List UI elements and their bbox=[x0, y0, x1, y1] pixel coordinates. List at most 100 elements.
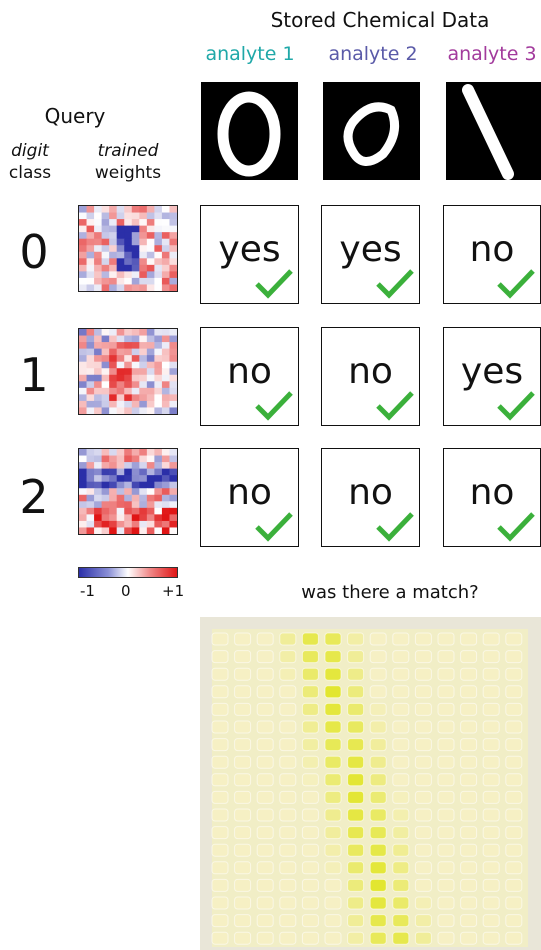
plate-well bbox=[235, 915, 251, 927]
plate-well bbox=[438, 686, 454, 698]
heatmap-cell bbox=[154, 271, 162, 278]
plate-well bbox=[325, 809, 341, 821]
plate-well bbox=[302, 791, 318, 803]
heatmap-cell bbox=[109, 213, 117, 220]
heatmap-cell bbox=[139, 219, 147, 226]
heatmap-cell bbox=[124, 514, 132, 521]
heatmap-cell bbox=[154, 336, 162, 343]
heatmap-cell bbox=[154, 213, 162, 220]
plate-well bbox=[393, 862, 409, 874]
heatmap-cell bbox=[147, 521, 155, 528]
heatmap-cell bbox=[169, 329, 177, 336]
plate-well bbox=[235, 809, 251, 821]
heatmap-cell bbox=[169, 278, 177, 285]
heatmap-cell bbox=[154, 456, 162, 463]
heatmap-cell bbox=[94, 407, 102, 414]
plate-well bbox=[393, 809, 409, 821]
heatmap-cell bbox=[124, 239, 132, 246]
weights-header-italic: trained bbox=[98, 141, 159, 161]
heatmap-cell bbox=[139, 394, 147, 401]
heatmap-cell bbox=[154, 219, 162, 226]
heatmap-cell bbox=[79, 521, 87, 528]
heatmap-cell bbox=[154, 488, 162, 495]
heatmap-cell bbox=[124, 462, 132, 469]
heatmap-cell bbox=[117, 514, 125, 521]
heatmap-cell bbox=[94, 342, 102, 349]
plate-well bbox=[302, 809, 318, 821]
heatmap-cell bbox=[147, 527, 155, 534]
heatmap-cell bbox=[117, 521, 125, 528]
plate-well bbox=[212, 827, 228, 839]
heatmap-cell bbox=[87, 401, 95, 408]
heatmap-cell bbox=[147, 368, 155, 375]
heatmap-cell bbox=[147, 342, 155, 349]
heatmap-cell bbox=[147, 501, 155, 508]
heatmap-cell bbox=[87, 271, 95, 278]
plate-well bbox=[212, 915, 228, 927]
plate-well bbox=[461, 651, 477, 663]
heatmap-cell bbox=[162, 514, 170, 521]
heatmap-cell bbox=[169, 265, 177, 272]
heatmap-cell bbox=[109, 362, 117, 369]
heatmap-cell bbox=[154, 482, 162, 489]
heatmap-cell bbox=[79, 213, 87, 220]
heatmap-cell bbox=[117, 245, 125, 252]
plate-well bbox=[370, 668, 386, 680]
plate-well bbox=[280, 739, 296, 751]
heatmap-cell bbox=[87, 342, 95, 349]
heatmap-cell bbox=[132, 456, 140, 463]
plate-well bbox=[370, 932, 386, 944]
heatmap-cell bbox=[154, 501, 162, 508]
plate-well bbox=[257, 932, 273, 944]
weights-header-text: weights bbox=[76, 162, 180, 184]
answer-box-1-2: no bbox=[321, 327, 420, 426]
plate-well bbox=[438, 879, 454, 891]
heatmap-cell bbox=[109, 284, 117, 291]
heatmap-cell bbox=[147, 449, 155, 456]
heatmap-cell bbox=[109, 469, 117, 476]
heatmap-cell bbox=[154, 469, 162, 476]
heatmap-cell bbox=[139, 449, 147, 456]
heatmap-cell bbox=[132, 449, 140, 456]
heatmap-cell bbox=[102, 239, 110, 246]
heatmap-cell bbox=[162, 245, 170, 252]
heatmap-cell bbox=[154, 355, 162, 362]
heatmap-cell bbox=[147, 271, 155, 278]
heatmap-cell bbox=[117, 488, 125, 495]
heatmap-cell bbox=[102, 362, 110, 369]
plate-well bbox=[393, 897, 409, 909]
heatmap-cell bbox=[162, 375, 170, 382]
heatmap-cell bbox=[169, 362, 177, 369]
plate-well bbox=[348, 862, 364, 874]
heatmap-cell bbox=[124, 219, 132, 226]
heatmap-cell bbox=[139, 482, 147, 489]
answer-text: yes bbox=[201, 228, 298, 272]
plate-well bbox=[415, 862, 431, 874]
heatmap-cell bbox=[94, 239, 102, 246]
heatmap-cell bbox=[109, 388, 117, 395]
plate-well bbox=[461, 686, 477, 698]
heatmap-cell bbox=[132, 462, 140, 469]
plate-well bbox=[235, 633, 251, 645]
heatmap-cell bbox=[132, 482, 140, 489]
heatmap-cell bbox=[94, 349, 102, 356]
heatmap-cell bbox=[139, 527, 147, 534]
heatmap-cell bbox=[162, 278, 170, 285]
heatmap-cell bbox=[162, 219, 170, 226]
plate-well bbox=[483, 774, 499, 786]
heatmap-cell bbox=[169, 501, 177, 508]
plate-well bbox=[325, 739, 341, 751]
heatmap-cell bbox=[124, 401, 132, 408]
heatmap-cell bbox=[139, 495, 147, 502]
answer-box-1-3: yes bbox=[443, 327, 541, 426]
plate-well bbox=[235, 774, 251, 786]
heatmap-cell bbox=[87, 469, 95, 476]
heatmap-cell bbox=[87, 355, 95, 362]
heatmap-cell bbox=[94, 226, 102, 233]
heatmap-cell bbox=[79, 388, 87, 395]
plate-well bbox=[415, 932, 431, 944]
check-icon bbox=[375, 510, 415, 542]
plate-well bbox=[348, 844, 364, 856]
plate-well bbox=[506, 633, 522, 645]
plate-well bbox=[461, 739, 477, 751]
